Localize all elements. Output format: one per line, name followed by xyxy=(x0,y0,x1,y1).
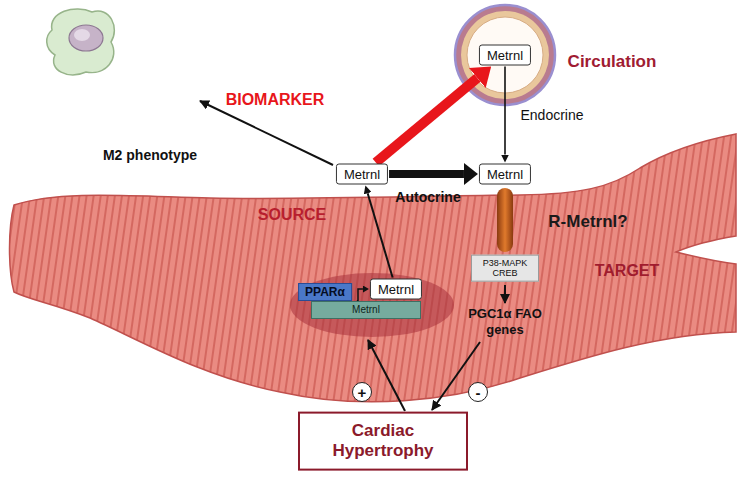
connector-arrow xyxy=(504,67,506,155)
node-text: Metrnl xyxy=(487,48,523,63)
sign-circle: - xyxy=(468,382,488,402)
transcription-factor-box: PPARα xyxy=(298,283,352,301)
node-text: Cardiac Hypertrophy xyxy=(312,421,454,462)
cell-label: M2 phenotype xyxy=(103,147,197,164)
macrophage-nucleus xyxy=(69,25,103,51)
edge-label: BIOMARKER xyxy=(226,91,325,109)
macrophage-highlight xyxy=(74,29,90,41)
connector-arrow xyxy=(357,289,363,301)
role-label: TARGET xyxy=(595,261,660,280)
edge-label: Autocrine xyxy=(395,189,460,205)
node-text: Metrnl xyxy=(378,282,414,297)
cardiomyocyte xyxy=(10,134,737,402)
gene-label: PGC1α FAO genes xyxy=(465,306,545,337)
nucleus xyxy=(290,273,454,337)
sign-circle: + xyxy=(352,382,372,402)
role-label: SOURCE xyxy=(258,205,326,224)
receptor-label: R-Metrnl? xyxy=(548,212,627,232)
pathway-box: P38-MAPK CREB xyxy=(471,255,539,282)
protein-box: Metrnl xyxy=(370,279,422,300)
node-text: Metrnl xyxy=(312,302,420,318)
gene-bar: Metrnl xyxy=(311,301,421,319)
connector-arrow xyxy=(376,78,478,162)
protein-box: Metrnl xyxy=(479,164,531,185)
edge-label: Endocrine xyxy=(520,107,583,123)
node-text: P38-MAPK CREB xyxy=(475,258,535,279)
m2-arrow xyxy=(200,101,333,165)
condition-box: Cardiac Hypertrophy xyxy=(298,412,468,471)
induce-arrow xyxy=(368,340,405,411)
connector-arrow xyxy=(389,170,464,178)
macrophage xyxy=(47,9,115,75)
receptor xyxy=(497,188,513,252)
node-text: PPARα xyxy=(305,285,345,299)
connector-arrow xyxy=(368,193,393,277)
signal-arrow xyxy=(504,285,506,303)
node-text: + xyxy=(358,385,367,400)
node-text: Metrnl xyxy=(487,167,523,182)
protein-box: Metrnl xyxy=(479,45,531,66)
protein-box: Metrnl xyxy=(336,164,388,185)
compartment-label: Circulation xyxy=(568,52,657,72)
node-text: Metrnl xyxy=(344,167,380,182)
node-text: - xyxy=(476,385,481,400)
